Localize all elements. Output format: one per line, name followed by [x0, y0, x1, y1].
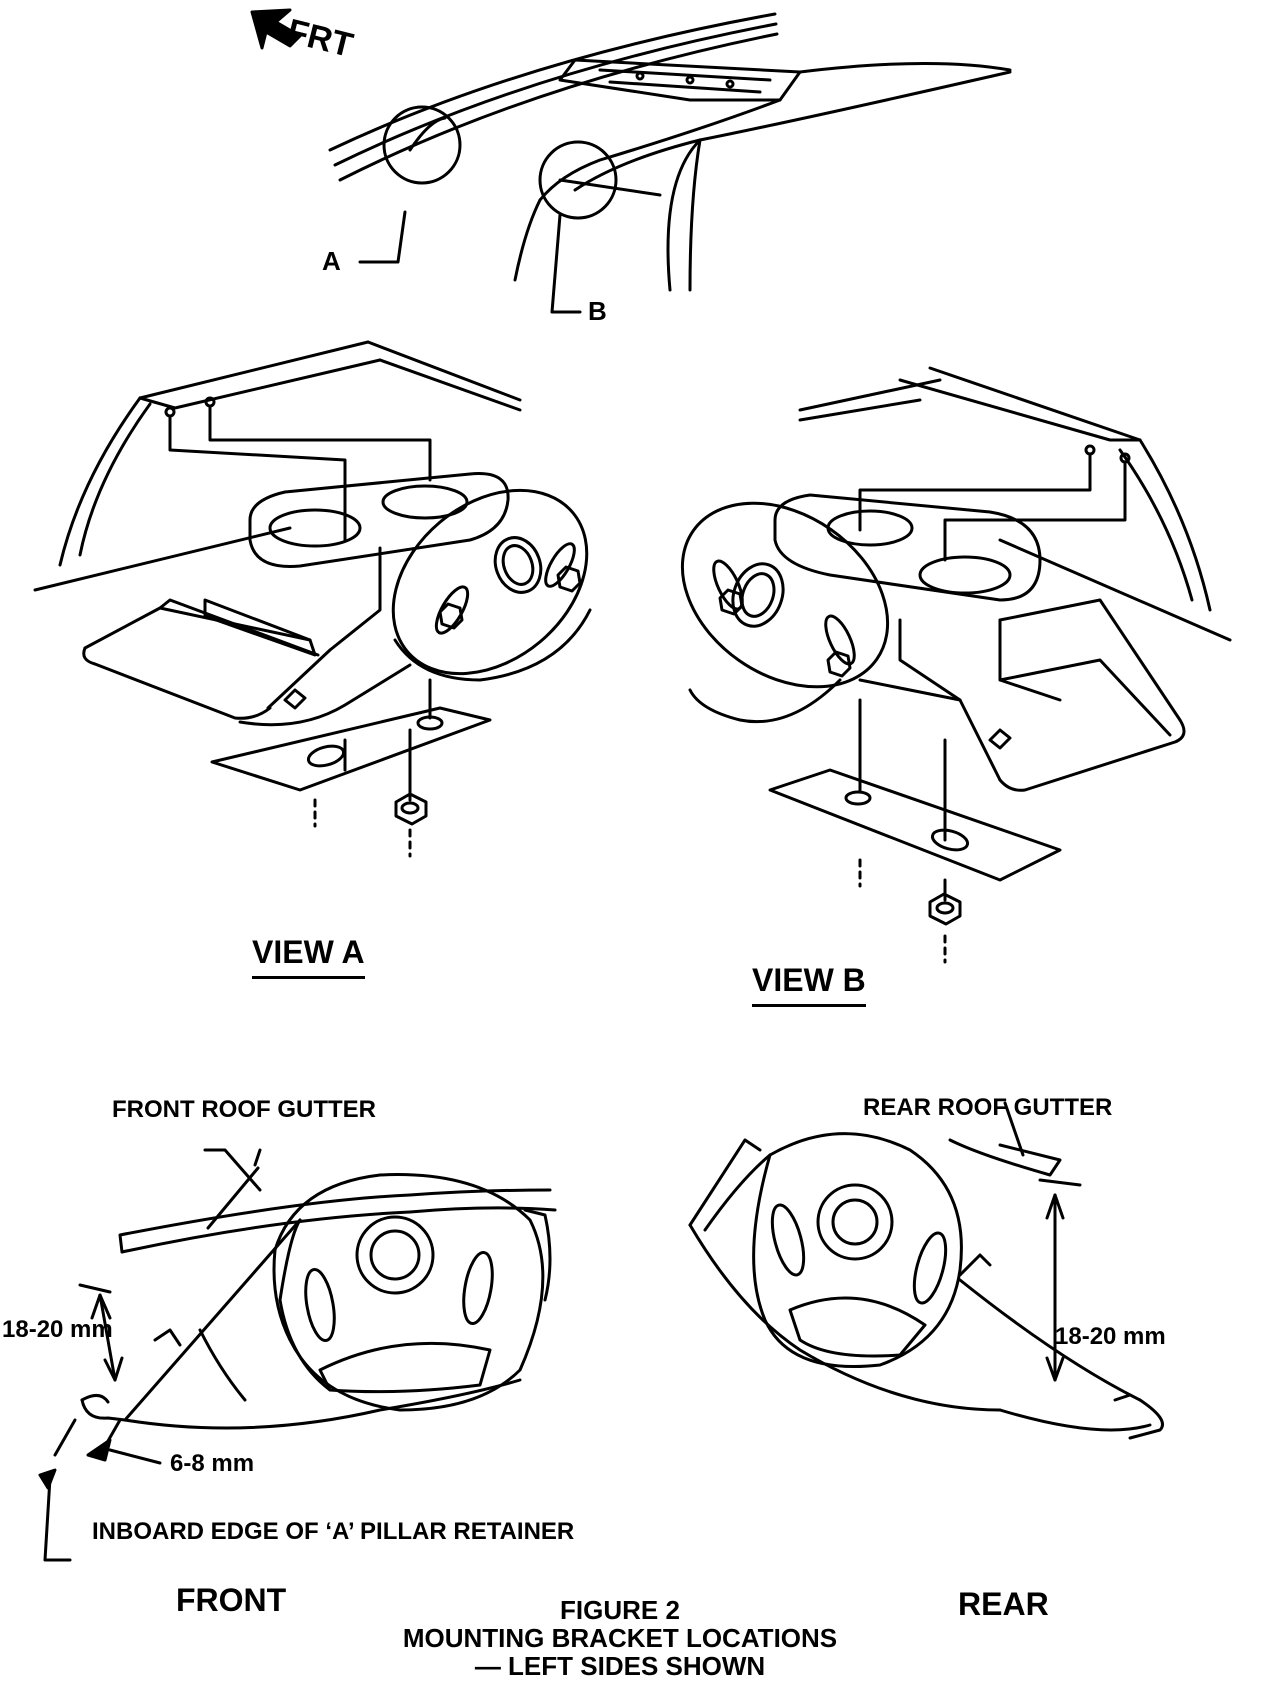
rear-gutter-dimension: 18-20 mm — [1055, 1323, 1166, 1350]
front-detail-drawing — [38, 1148, 557, 1562]
front-roof-gutter-label: FRONT ROOF GUTTER — [112, 1096, 376, 1123]
inboard-edge-label: INBOARD EDGE OF ‘A’ PILLAR RETAINER — [92, 1518, 575, 1545]
figure-caption: FIGURE 2 MOUNTING BRACKET LOCATIONS — LE… — [330, 1596, 910, 1680]
view-b-title: VIEW B — [752, 964, 866, 1007]
front-gutter-dimension: 18-20 mm — [2, 1316, 113, 1343]
rear-roof-gutter-label: REAR ROOF GUTTER — [863, 1094, 1113, 1121]
caption-line-2: MOUNTING BRACKET LOCATIONS — [402, 1623, 838, 1653]
front-direction-arrow-icon — [250, 8, 302, 50]
caption-line-1: FIGURE 2 — [560, 1595, 680, 1625]
rear-section-label: REAR — [958, 1586, 1049, 1622]
roof-overview — [250, 8, 1012, 314]
edge-dimension: 6-8 mm — [170, 1450, 255, 1477]
view-a-drawing — [33, 340, 592, 858]
front-section-label: FRONT — [176, 1582, 287, 1618]
view-b-drawing — [680, 366, 1232, 964]
caption-line-3: — LEFT SIDES SHOWN — [474, 1651, 766, 1681]
circle-b-label: B — [588, 296, 607, 326]
rear-detail-drawing — [688, 1101, 1164, 1440]
view-a-title: VIEW A — [252, 936, 365, 979]
circle-a-label: A — [322, 246, 341, 276]
